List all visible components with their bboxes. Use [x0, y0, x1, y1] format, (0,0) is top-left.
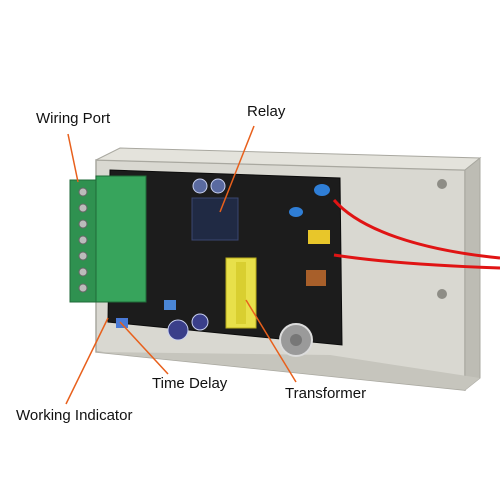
disc-capacitor: [289, 207, 303, 217]
disc-capacitor: [314, 184, 330, 196]
label-working-indicator: Working Indicator: [16, 407, 133, 424]
callout-time-delay: [119, 321, 169, 375]
callout-working-indicator: [65, 317, 109, 405]
capacitor: [191, 313, 209, 331]
fuse-component: [308, 230, 330, 244]
mounting-hole: [437, 289, 447, 299]
terminal-block: [69, 175, 147, 303]
callout-transformer: [245, 299, 297, 383]
mounting-hole: [437, 179, 447, 189]
circuit-board: [107, 169, 343, 357]
label-wiring-port: Wiring Port: [36, 110, 111, 127]
led-indicator: [116, 318, 128, 328]
callout-relay: [219, 125, 255, 213]
capacitor: [210, 178, 226, 194]
label-relay: Relay: [247, 103, 286, 120]
potentiometer: [164, 300, 176, 310]
capacitor: [167, 319, 189, 341]
transformer-component: [225, 257, 257, 329]
label-time-delay: Time Delay: [152, 375, 228, 392]
callout-lines: [65, 125, 297, 405]
red-wires: [332, 199, 500, 270]
relay-component: [191, 197, 239, 241]
inductor: [306, 270, 326, 286]
callout-wiring-port: [67, 133, 79, 183]
capacitor: [192, 178, 208, 194]
label-transformer: Transformer: [285, 385, 367, 402]
